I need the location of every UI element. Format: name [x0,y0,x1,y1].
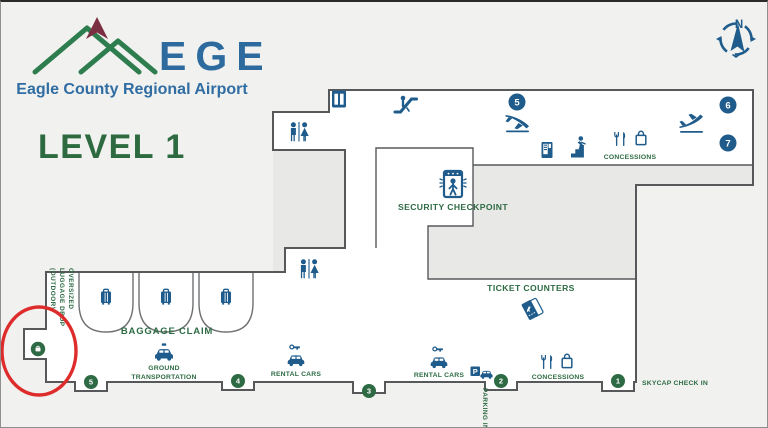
skycap-check-in-label: SKYCAP CHECK IN [642,380,708,387]
parking-info-label: PARKING INFO [481,388,488,427]
service-area-central [273,150,345,272]
door-badge: 3 [362,384,376,398]
ground-transportation: GROUND TRANSPORTATION [131,343,196,381]
highlight-circle [1,305,78,397]
service-area-east-wall [427,164,753,280]
baggage-claim-label: BAGGAGE CLAIM [121,326,213,337]
parking-info: P PARKING INFO [470,366,493,427]
airport-logo: EGE Eagle County Regional Airport [16,17,273,98]
airport-name: Eagle County Regional Airport [16,81,248,98]
gate-badge: 5 [508,93,526,111]
door-number: 2 [499,377,503,386]
elevator-icon [332,90,346,108]
security-room-walls [375,147,474,248]
logo-peak-arrow-icon [86,17,108,39]
door-badge: 2 [494,374,508,388]
vending-machine-icon [541,142,553,158]
concessions-upper: CONCESSIONS [604,130,657,161]
ground-transportation-label-2: TRANSPORTATION [131,374,196,381]
rental-cars-west: RENTAL CARS [271,345,322,378]
level-title: LEVEL 1 [38,128,186,166]
rental-cars-label: RENTAL CARS [271,371,322,378]
door-number: 1 [616,377,620,386]
ticket-counters-label: TICKET COUNTERS [487,283,575,293]
gate-number: 7 [725,138,730,149]
mountain-logo-icon [32,25,142,75]
security-checkpoint-label: SECURITY CHECKPOINT [398,202,508,212]
rental-cars-label: RENTAL CARS [414,372,465,379]
mountain-logo-icon-2 [78,38,158,75]
oversized-luggage-label: OVERSIZED LUGGAGE DROP (OUTDOOR) [49,268,74,327]
concessions-lower: CONCESSIONS [532,353,585,381]
gate-badge: 6 [719,96,737,114]
gate-number: 6 [725,100,730,111]
door-badge: 1 [611,374,625,388]
luggage-icon [220,288,232,306]
terminal-walls [23,89,754,394]
arrivals-plane-icon [505,115,529,133]
gate-badge: 7 [719,134,737,152]
oversized-line1: OVERSIZED [67,268,74,309]
oversized-line3: (OUTDOOR) [49,268,56,309]
door-number: 4 [236,377,241,386]
departures-plane-icon [679,113,703,133]
concessions-lower-label: CONCESSIONS [532,374,585,381]
airport-code: EGE [159,33,273,79]
door-badge: 4 [231,374,245,388]
service-area-east [428,165,753,279]
gate-number: 5 [514,97,520,108]
door-number: 3 [367,387,371,396]
door-badge: 5 [84,375,98,389]
rental-cars-east: RENTAL CARS [414,347,465,379]
parking-icon: P [473,367,478,376]
compass-icon: N [716,19,756,58]
luggage-icon [160,288,172,306]
concessions-upper-label: CONCESSIONS [604,154,657,161]
luggage-icon [100,288,112,306]
oversized-line2: LUGGAGE DROP [58,268,65,327]
ground-transportation-label: GROUND [148,365,179,372]
door-number: 5 [89,378,93,387]
oversized-luggage-door-badge [30,341,46,357]
compass-north-label: N [735,19,743,31]
